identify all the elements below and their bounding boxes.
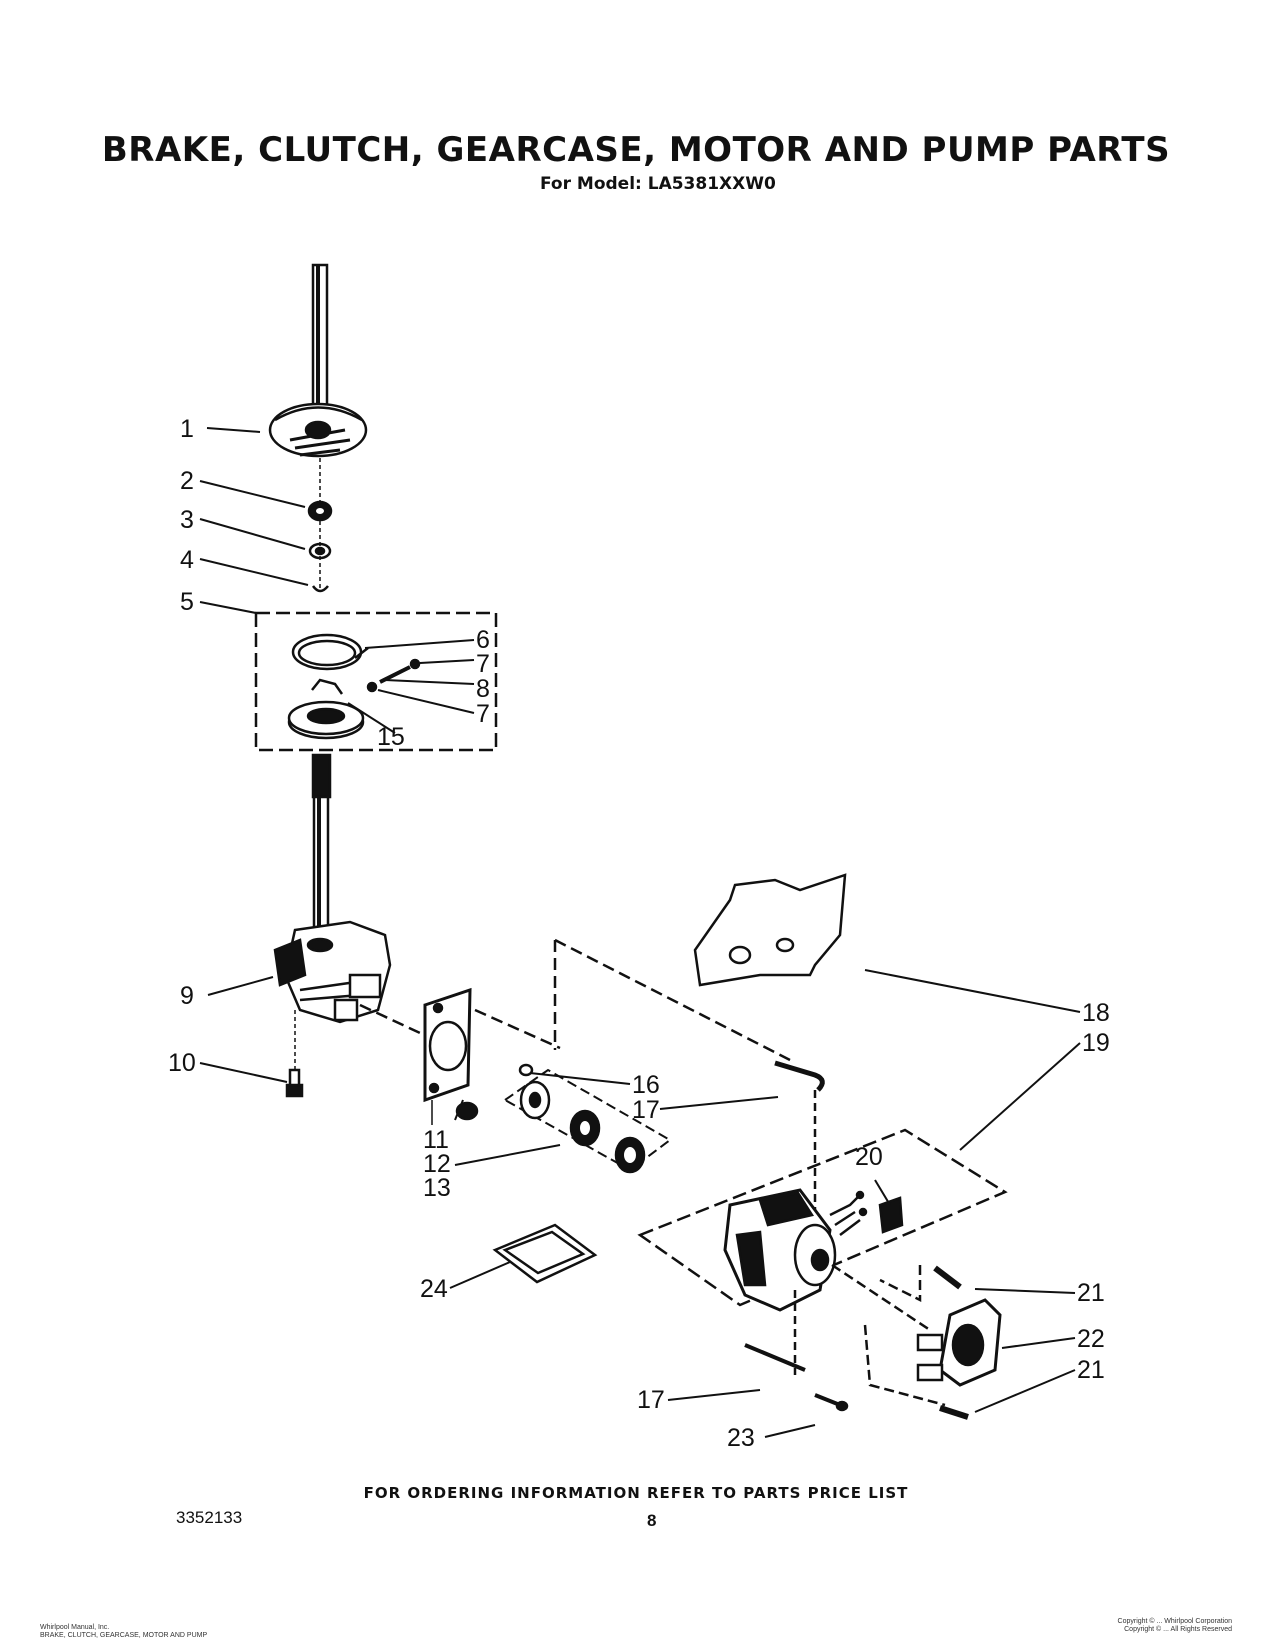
callout-24: 24 bbox=[420, 1275, 448, 1303]
part-6-brake-spring bbox=[291, 633, 369, 671]
fineprint-right-line-2: Copyright © ... All Rights Reserved bbox=[1124, 1626, 1232, 1633]
part-13-coupling-set bbox=[519, 1080, 646, 1174]
part-15-brake-drum bbox=[287, 678, 365, 740]
fineprint-left-line-2: BRAKE, CLUTCH, GEARCASE, MOTOR AND PUMP bbox=[40, 1632, 208, 1639]
callout-2: 2 bbox=[180, 467, 194, 495]
agitator-shaft-lower bbox=[311, 753, 332, 939]
callout-8: 8 bbox=[476, 675, 490, 703]
part-24-gasket bbox=[492, 1223, 598, 1284]
page-title: BRAKE, CLUTCH, GEARCASE, MOTOR AND PUMP … bbox=[101, 130, 1171, 170]
callout-13: 13 bbox=[423, 1174, 451, 1202]
part-2-nut bbox=[307, 500, 333, 522]
fineprint-left: Whirlpool Manual, Inc. BRAKE, CLUTCH, GE… bbox=[40, 1624, 207, 1640]
part-10-bolt bbox=[285, 1068, 304, 1098]
model-subtitle: For Model: LA5381XXW0 bbox=[540, 174, 776, 194]
ordering-note: FOR ORDERING INFORMATION REFER TO PARTS … bbox=[363, 1484, 909, 1502]
agitator-shaft-top bbox=[311, 263, 329, 432]
callout-7a: 7 bbox=[476, 650, 490, 678]
callout-7b: 7 bbox=[476, 700, 490, 728]
part-9-gearcase bbox=[273, 920, 392, 1024]
callout-6: 6 bbox=[476, 626, 490, 654]
part-8-pin bbox=[379, 665, 411, 684]
callout-18: 18 bbox=[1082, 999, 1110, 1027]
document-number: 3352133 bbox=[176, 1508, 243, 1527]
part-18-pump-gasket bbox=[693, 873, 847, 987]
callout-5: 5 bbox=[180, 588, 194, 616]
part-21-clip-upper bbox=[933, 1265, 962, 1290]
part-12-screw bbox=[455, 1101, 479, 1121]
callout-22: 22 bbox=[1077, 1325, 1105, 1353]
callout-12: 12 bbox=[423, 1150, 451, 1178]
fineprint-right: Copyright © ... Whirlpool Corporation Co… bbox=[1118, 1618, 1232, 1634]
part-17-clip-upper bbox=[774, 1060, 825, 1092]
part-5-brake-assembly-box bbox=[254, 611, 498, 752]
part-17-clip-lower bbox=[744, 1343, 806, 1372]
part-7-washer-a bbox=[409, 658, 421, 670]
fineprint-left-line-1: Whirlpool Manual, Inc. bbox=[40, 1624, 110, 1631]
callout-3: 3 bbox=[180, 506, 194, 534]
page-number: 8 bbox=[647, 1511, 657, 1530]
part-23-screw bbox=[814, 1393, 849, 1412]
part-11-coupling-plate bbox=[423, 987, 472, 1103]
part-4-clip bbox=[311, 585, 329, 593]
callout-4: 4 bbox=[180, 546, 194, 574]
callout-9: 9 bbox=[180, 982, 194, 1010]
part-16-washer bbox=[518, 1063, 534, 1077]
callout-21-lower: 21 bbox=[1077, 1356, 1105, 1384]
callout-17-upper: 17 bbox=[632, 1096, 660, 1124]
motor bbox=[723, 1188, 868, 1312]
callout-10: 10 bbox=[168, 1049, 196, 1077]
part-3-washer bbox=[308, 542, 332, 560]
callout-11: 11 bbox=[423, 1126, 449, 1154]
part-20-switch bbox=[878, 1196, 904, 1234]
callout-20: 20 bbox=[855, 1143, 883, 1171]
callout-15: 15 bbox=[377, 723, 405, 751]
part-7-washer-b bbox=[366, 681, 378, 693]
fineprint-right-line-1: Copyright © ... Whirlpool Corporation bbox=[1117, 1618, 1232, 1625]
callout-16: 16 bbox=[632, 1071, 660, 1099]
callout-labels: 1 2 3 4 5 6 7 8 7 15 9 10 11 12 13 16 17… bbox=[168, 415, 1110, 1452]
callout-23: 23 bbox=[727, 1424, 755, 1452]
callout-21-upper: 21 bbox=[1077, 1279, 1105, 1307]
callout-17-lower: 17 bbox=[637, 1386, 665, 1414]
part-1-cam bbox=[268, 402, 368, 458]
callout-19: 19 bbox=[1082, 1029, 1110, 1057]
part-19-motor-box bbox=[637, 1128, 1008, 1307]
part-21-clip-lower bbox=[939, 1405, 969, 1420]
part-22-pump bbox=[916, 1298, 1002, 1387]
callout-1: 1 bbox=[180, 415, 194, 443]
